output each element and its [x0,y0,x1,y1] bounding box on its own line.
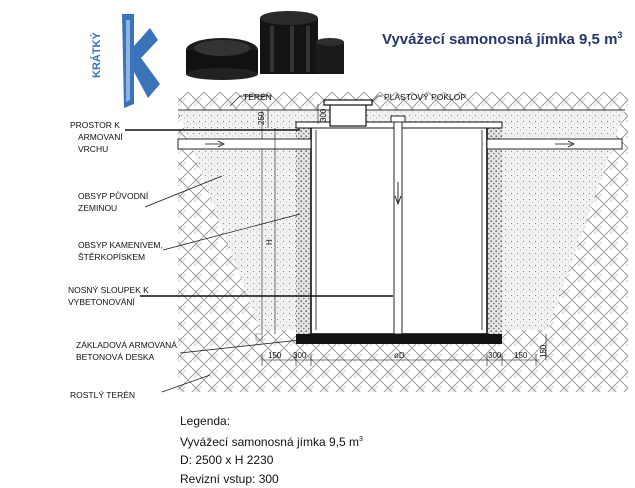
legend-line-3: Revizní vstup: 300 [180,470,363,488]
label-zakladova-1: ZÁKLADOVÁ ARMOVANÁ [76,340,177,350]
dim-150-vertical: 150 [539,344,548,358]
label-teren: TERÉN [243,92,272,102]
legend-line-2: D: 2500 x H 2230 [180,451,363,470]
dim-top-250: 250 [257,111,266,125]
label-prostor-1: PROSTOR K [70,120,120,130]
dim-diameter: øD [394,351,405,360]
gravel-left [296,126,311,334]
dim-300-right: 300 [488,351,502,360]
label-prostor-3: VRCHU [78,144,108,154]
plastic-lid [324,100,372,105]
label-zakladova-2: BETONOVÁ DESKA [76,352,155,362]
dim-150-right: 150 [514,351,528,360]
label-rostly-teren: ROSTLÝ TERÉN [70,390,135,400]
dim-height: H [265,239,274,245]
logo-text: KRÁTKÝ [90,32,103,78]
label-plastovy-poklop: PLASTOVÝ POKLOP [384,92,466,102]
dim-300-left: 300 [293,351,307,360]
label-obsyp-puvodni-1: OBSYP PŮVODNÍ [78,190,149,201]
dim-top-300: 300 [319,108,328,122]
page-title: Vyvážecí samonosná jímka 9,5 m3 [382,30,622,48]
inlet-pipe [178,139,311,149]
label-sloupek-1: NOSNÝ SLOUPEK K [68,285,149,295]
label-prostor-2: ARMOVANÍ [78,132,123,142]
dim-150-left: 150 [268,351,282,360]
support-column [394,120,402,334]
manhole-shaft [330,104,366,126]
label-obsyp-puvodni-2: ZEMINOU [78,203,117,213]
label-obsyp-kamenivem-1: OBSYP KAMENIVEM, [78,240,163,250]
label-obsyp-kamenivem-2: ŠTĚRKOPÍSKEM [78,252,145,262]
gravel-right [487,126,502,334]
legend: Legenda: Vyvážecí samonosná jímka 9,5 m3… [180,412,363,488]
label-sloupek-2: VYBETONOVÁNÍ [68,297,136,307]
tank-product-photo [186,11,344,80]
outlet-pipe [487,139,622,149]
legend-heading: Legenda: [180,412,363,431]
legend-line-1: Vyvážecí samonosná jímka 9,5 m3 [180,431,363,452]
base-slab [296,334,502,344]
